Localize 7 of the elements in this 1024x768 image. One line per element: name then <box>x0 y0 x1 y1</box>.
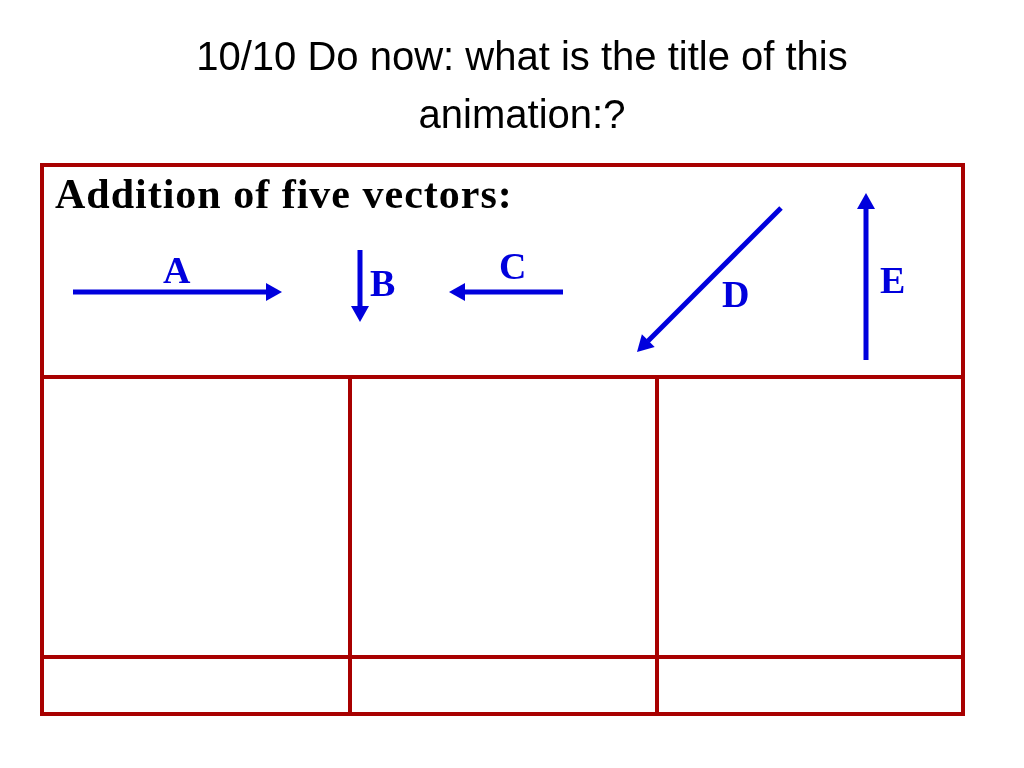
vector-label: A <box>163 251 191 289</box>
vector-label: C <box>499 247 527 285</box>
vector-label: D <box>722 275 750 313</box>
panel-heading: Addition of five vectors: <box>55 172 513 216</box>
slide-title: 10/10 Do now: what is the title of this animation:? <box>195 33 849 138</box>
vector-label: E <box>880 261 906 299</box>
vector-label: B <box>370 264 396 302</box>
